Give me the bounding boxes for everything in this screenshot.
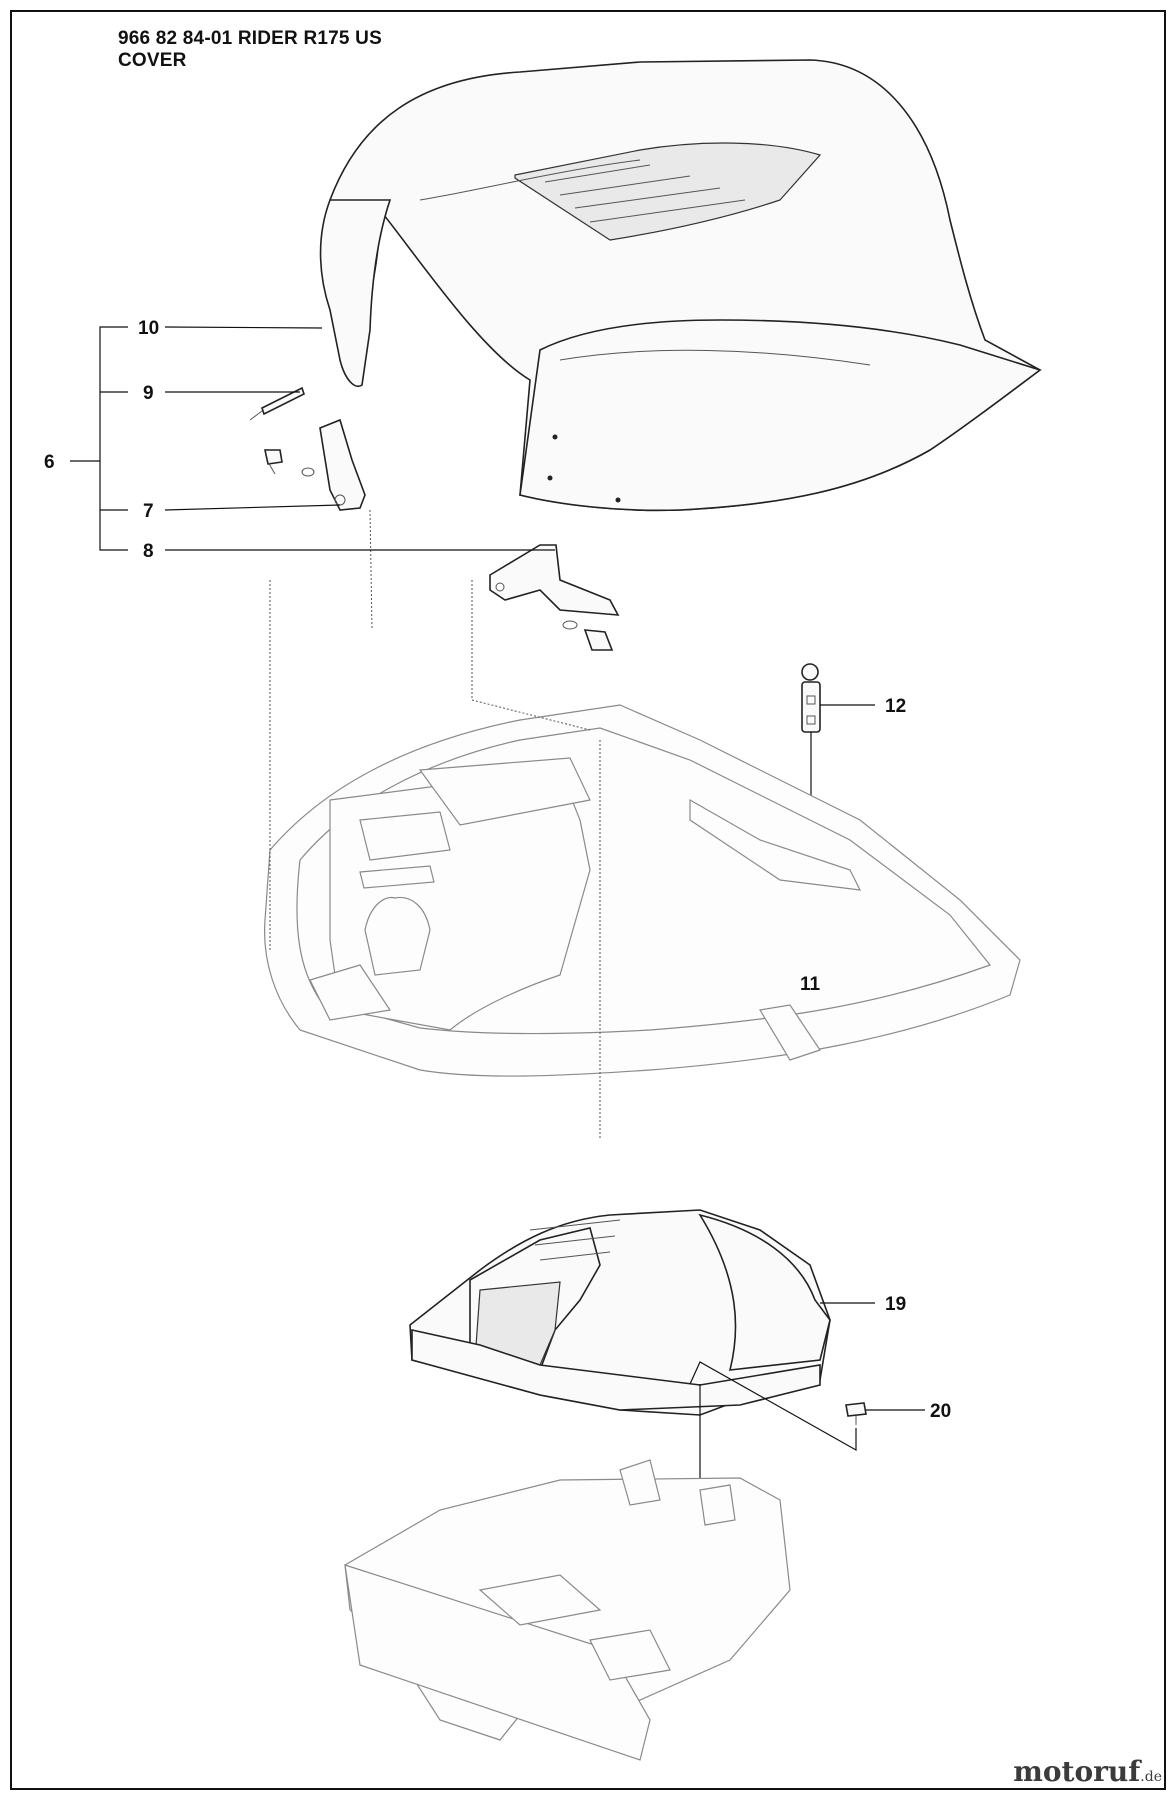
- hinge-bracket-7: [264, 418, 366, 511]
- part-number-title: 966 82 84-01 RIDER R175 US: [118, 28, 382, 49]
- section-title: COVER: [118, 50, 187, 71]
- screw-20: [845, 1402, 867, 1425]
- callout-bracket-6: [70, 326, 128, 551]
- bracket-8: [489, 544, 620, 651]
- callout-20: 20: [930, 1401, 951, 1422]
- callout-9: 9: [143, 383, 154, 404]
- callout-8: 8: [143, 541, 154, 562]
- chassis-frame: [263, 704, 1021, 1077]
- watermark-brand: motoruf: [1013, 1755, 1141, 1788]
- assembly-line-c: [471, 580, 591, 731]
- callout-11: 11: [800, 974, 821, 995]
- rivet-9: [249, 386, 305, 421]
- callout-10: 10: [138, 318, 159, 339]
- callout-7: 7: [143, 501, 154, 522]
- assembly-line-b: [369, 509, 373, 631]
- watermark-logo: motoruf.de: [1013, 1755, 1162, 1788]
- lower-cover-19: [409, 1209, 831, 1416]
- base-frame: [344, 1459, 791, 1761]
- hood-cover: [319, 59, 1042, 512]
- callout-6: 6: [44, 452, 55, 473]
- leader-19-20: [689, 1361, 857, 1452]
- leader-10: [164, 326, 323, 329]
- diagram-frame: [10, 10, 1166, 1790]
- latch-12: [801, 663, 821, 733]
- watermark-suffix: .de: [1140, 1769, 1162, 1785]
- callout-19: 19: [885, 1294, 906, 1315]
- diagram-title: 966 82 84-01 RIDER R175 US COVER: [118, 28, 382, 72]
- callout-12: 12: [885, 696, 906, 717]
- leader-7: [164, 504, 341, 511]
